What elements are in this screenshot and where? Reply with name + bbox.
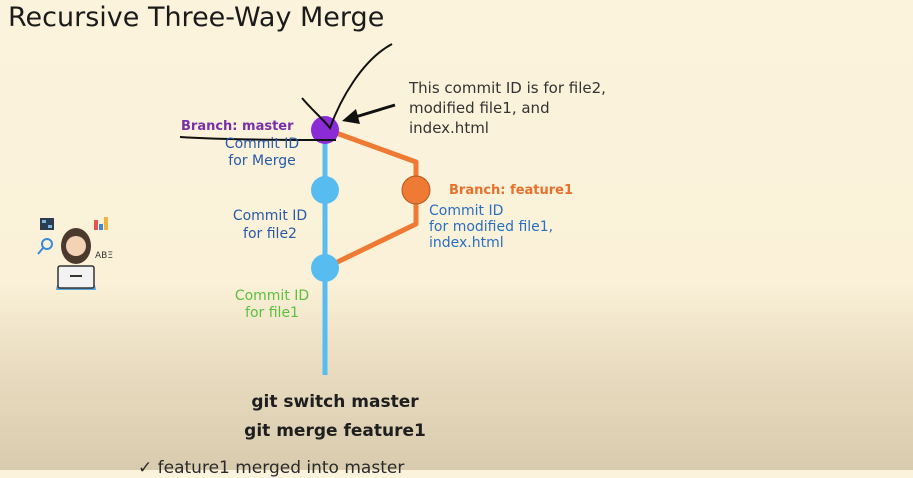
arrow-head <box>342 109 360 124</box>
arrow-line <box>351 103 396 120</box>
file2-commit-label: Commit ID for file2 <box>232 208 308 242</box>
file1-commit-label: Commit ID for file1 <box>234 288 310 321</box>
file1-commit-node[interactable] <box>311 254 339 282</box>
slide-title: Recursive Three-Way Merge <box>8 2 385 33</box>
merge-commit-label: Commit ID for Merge <box>224 136 300 169</box>
feature-branch-line <box>323 127 419 271</box>
svg-text:ABΞ: ABΞ <box>95 251 113 261</box>
feature-commit-label: Commit ID for modified file1, index.html <box>429 203 554 251</box>
file2-commit-node[interactable] <box>311 176 339 204</box>
master-branch-label: Branch: master <box>181 119 294 134</box>
merge-commit-note: This commit ID is for file2, modified fi… <box>409 79 606 137</box>
git-switch-command: git switch master <box>251 392 419 412</box>
merge-result-line: ✓ feature1 merged into master <box>138 458 405 478</box>
hand-drawn-check-annotation <box>301 43 393 131</box>
feature-branch-label: Branch: feature1 <box>449 183 574 198</box>
developer-avatar-icon: ABΞ <box>37 217 113 290</box>
feature-commit-node[interactable] <box>401 175 431 205</box>
hand-drawn-underline-annotation <box>179 136 337 141</box>
git-merge-command: git merge feature1 <box>244 421 426 441</box>
